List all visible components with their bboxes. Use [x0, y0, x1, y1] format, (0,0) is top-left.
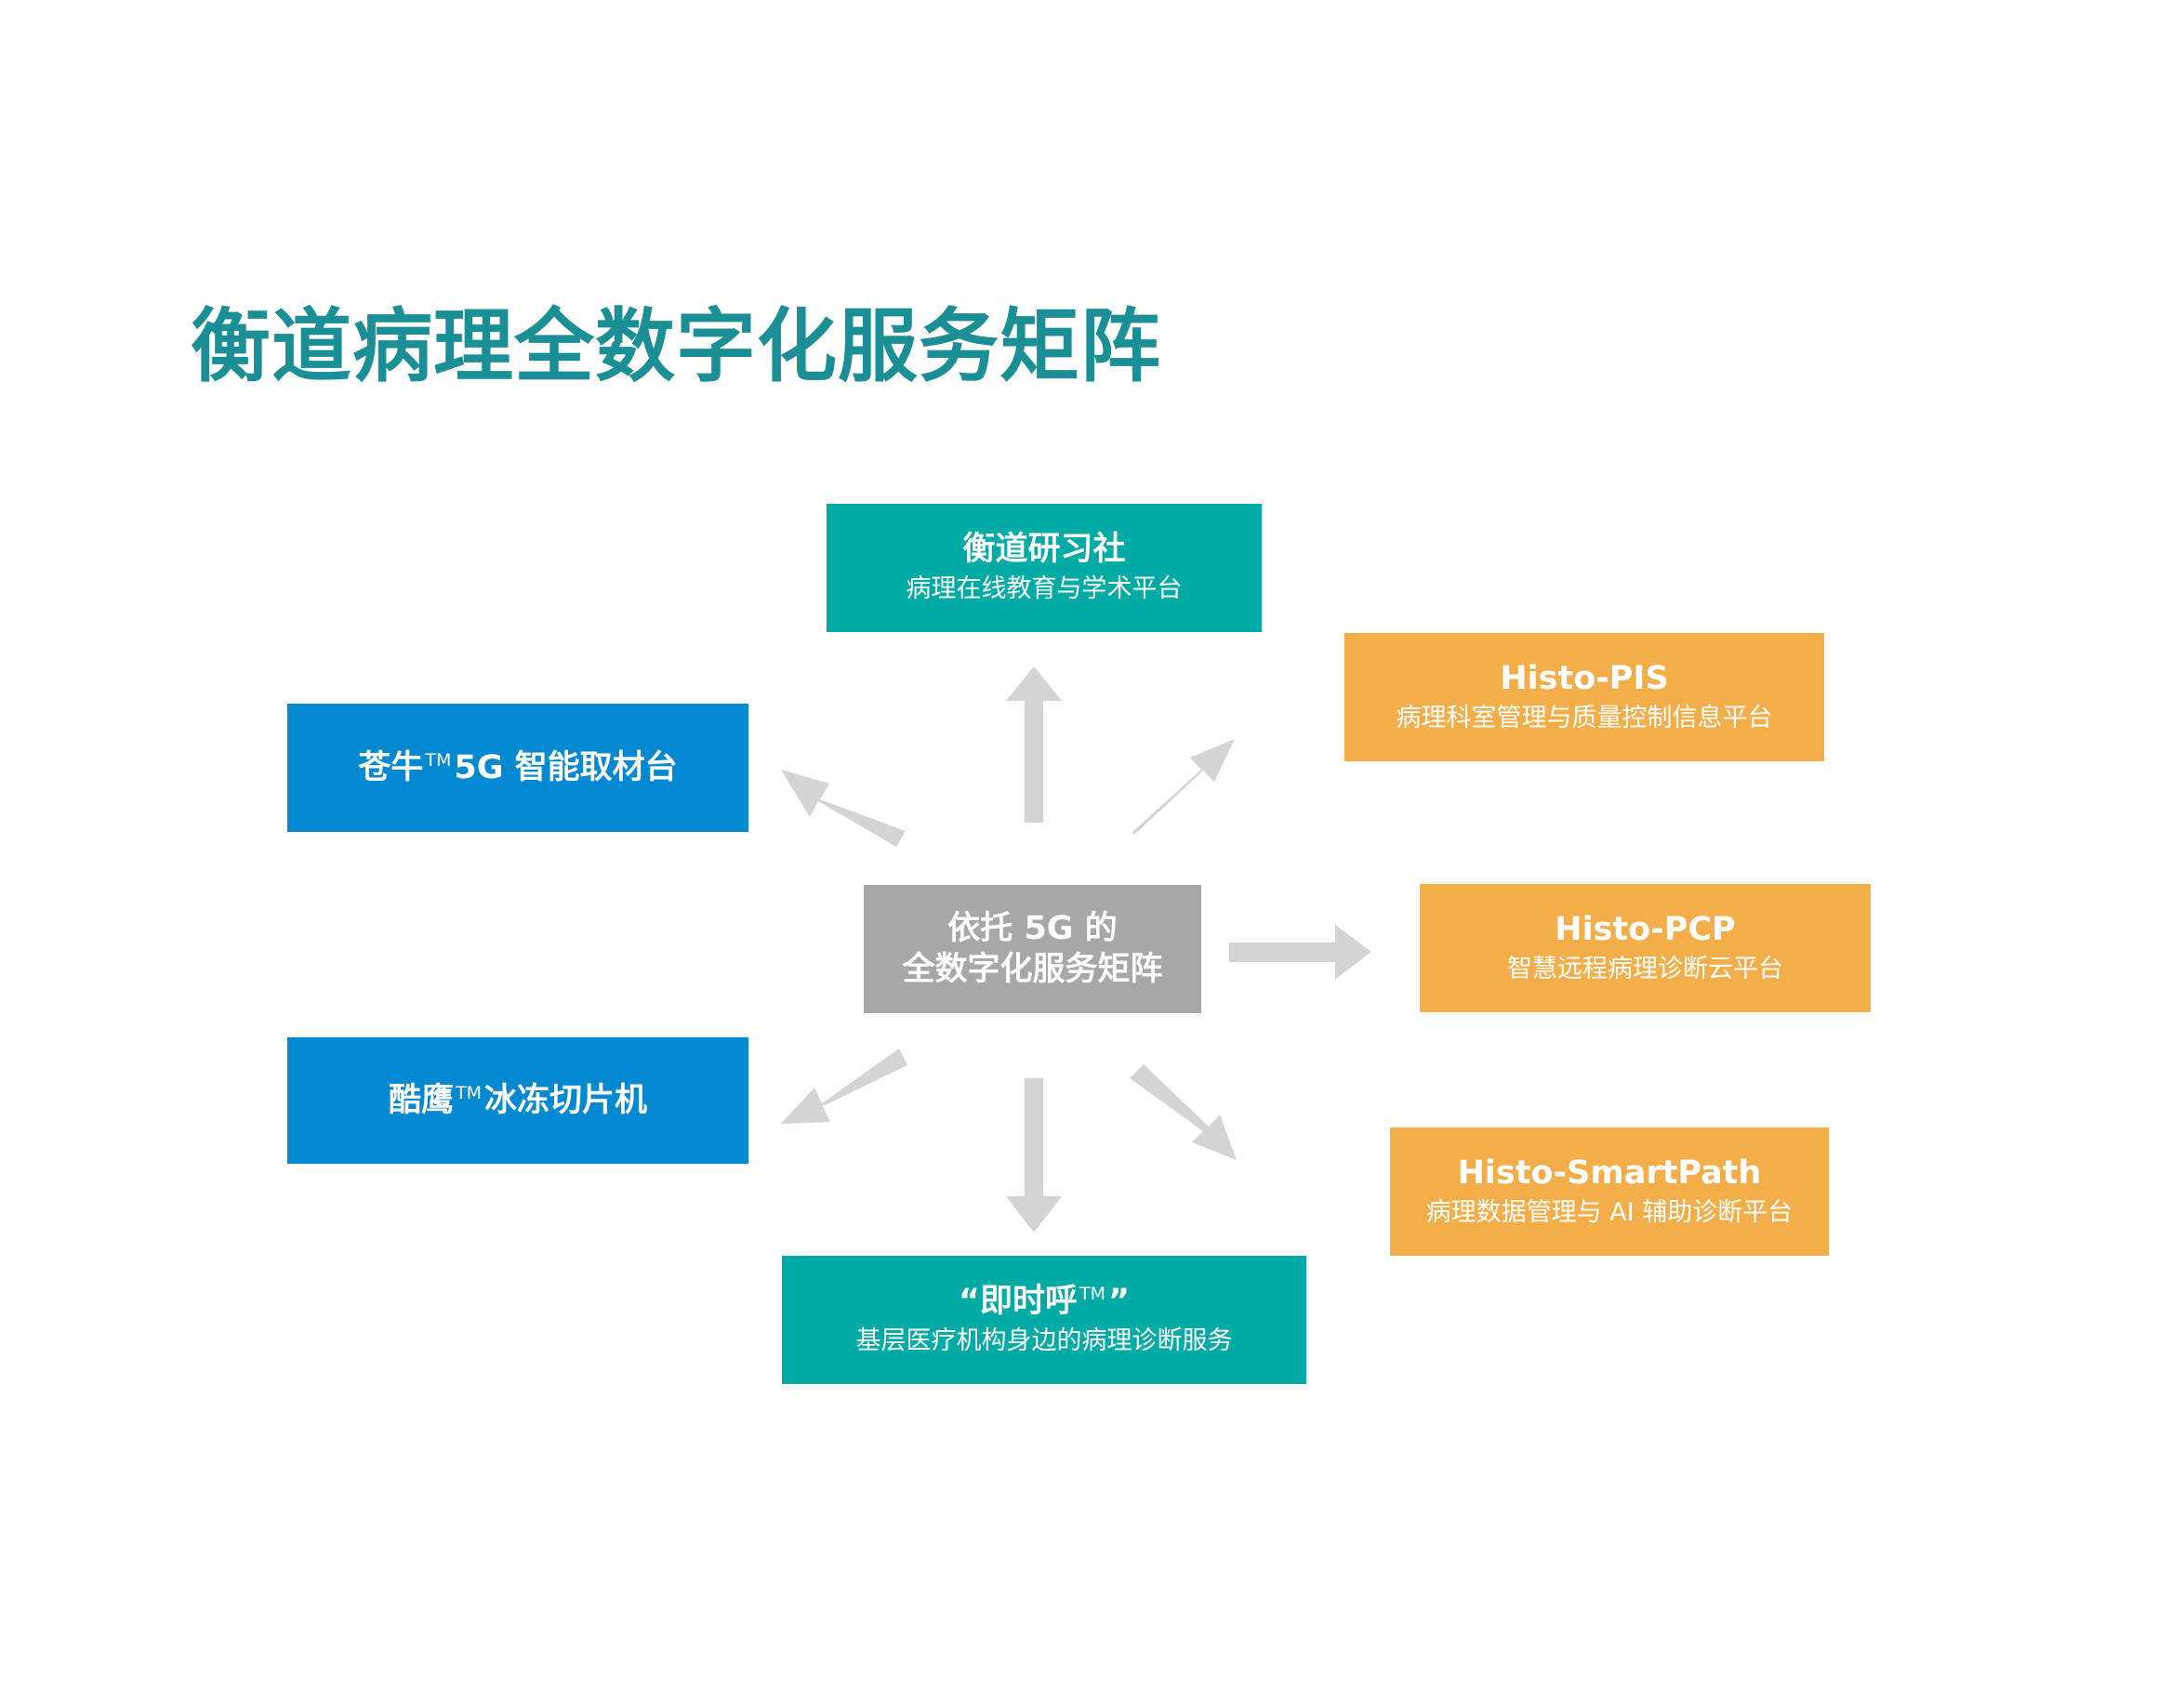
node-subtitle: 病理在线教育与学术平台 — [906, 574, 1183, 603]
node-histo-pis: Histo-PIS 病理科室管理与质量控制信息平台 — [1344, 633, 1824, 761]
node-center: 依托 5G 的 全数字化服务矩阵 — [864, 885, 1201, 1013]
arrow-up-right — [1132, 739, 1235, 835]
trademark: TM — [1079, 1284, 1105, 1305]
node-title: Histo-PCP — [1555, 911, 1736, 948]
center-line-1: 依托 5G 的 — [947, 910, 1118, 947]
arrow-down-left — [781, 1048, 907, 1124]
arrow-down-right — [1130, 1064, 1237, 1160]
node-hengdao-yanxishe: 衡道研习社 病理在线教育与学术平台 — [827, 504, 1262, 632]
node-histo-pcp: Histo-PCP 智慧远程病理诊断云平台 — [1420, 884, 1871, 1012]
node-subtitle: 病理数据管理与 AI 辅助诊断平台 — [1425, 1198, 1794, 1227]
node-subtitle: 智慧远程病理诊断云平台 — [1507, 955, 1783, 983]
trademark: TM — [456, 1083, 482, 1104]
node-title-open: “即时呼 — [958, 1283, 1078, 1320]
arrow-down — [1006, 1078, 1062, 1233]
node-title-rest: 5G 智能取材台 — [454, 749, 678, 786]
arrow-up — [1006, 666, 1062, 823]
node-histo-smartpath: Histo-SmartPath 病理数据管理与 AI 辅助诊断平台 — [1390, 1128, 1829, 1256]
node-title-close: ” — [1108, 1283, 1131, 1320]
node-subtitle: 病理科室管理与质量控制信息平台 — [1396, 704, 1773, 732]
trademark: TM — [425, 750, 452, 771]
node-title-rest: 冰冻切片机 — [484, 1082, 648, 1119]
center-line-2: 全数字化服务矩阵 — [902, 951, 1163, 988]
node-subtitle: 基层医疗机构身边的病理诊断服务 — [855, 1326, 1233, 1355]
node-brand: 苍牛 — [358, 749, 424, 786]
arrow-right — [1229, 925, 1371, 980]
page-title: 衡道病理全数字化服务矩阵 — [191, 300, 1161, 393]
node-title: Histo-SmartPath — [1457, 1154, 1762, 1192]
node-brand: 酷鹰 — [388, 1082, 454, 1119]
arrow-up-left — [781, 770, 906, 847]
node-title: 衡道研习社 — [962, 531, 1126, 568]
node-title: Histo-PIS — [1500, 660, 1669, 697]
